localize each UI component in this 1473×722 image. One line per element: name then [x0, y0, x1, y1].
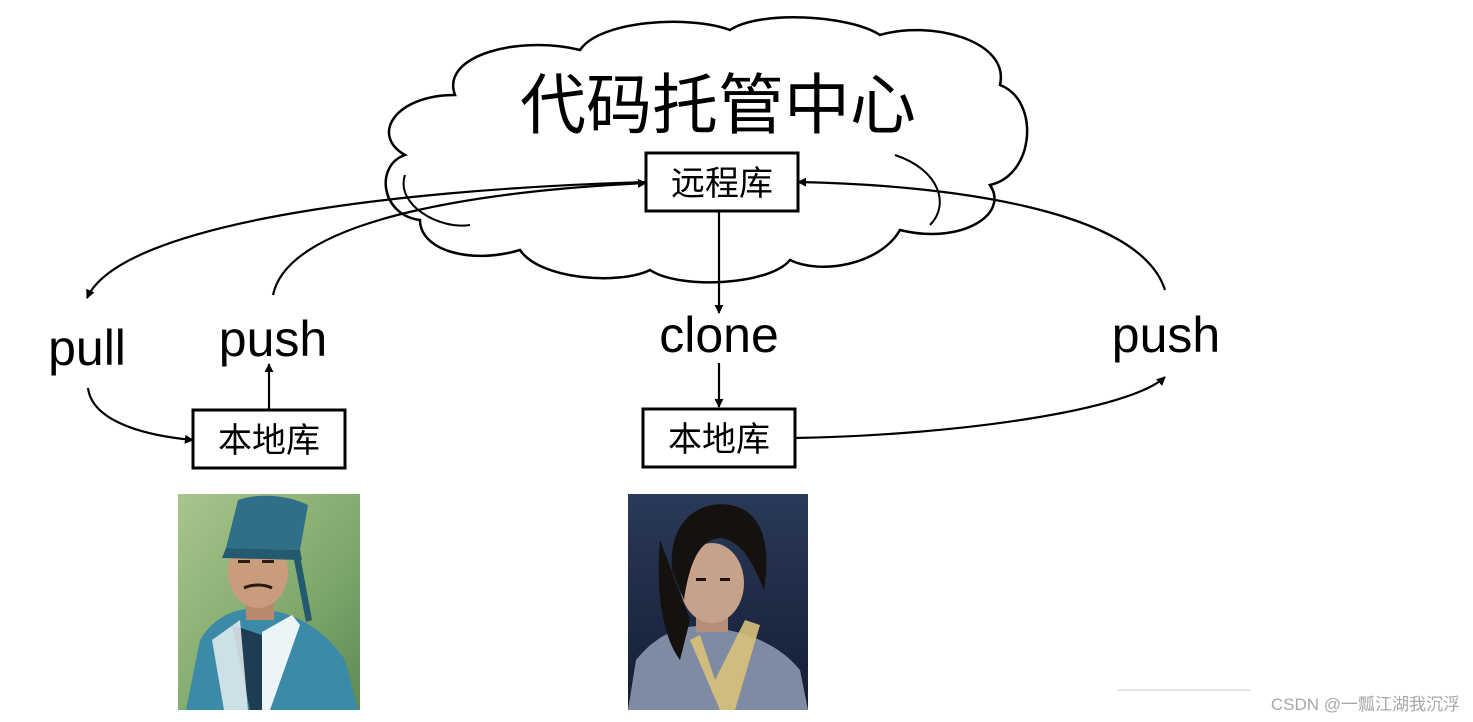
remote-repo-box: 远程库: [644, 151, 800, 213]
clone-label: clone: [659, 307, 779, 363]
arrow-local-center-to-push-right: [794, 376, 1166, 440]
csdn-watermark: CSDN @一瓢江湖我沉浮: [1271, 695, 1460, 714]
local-repo-center-box: 本地库: [641, 407, 797, 469]
pull-label: pull: [48, 320, 126, 376]
arrow-remote-to-pull: [85, 180, 647, 299]
local-repo-left-label: 本地库: [218, 421, 320, 461]
portrait-left: [178, 494, 360, 710]
cloud-shape: [384, 16, 1029, 284]
remote-repo-label: 远程库: [671, 164, 773, 204]
push-left-label: push: [219, 311, 327, 367]
portrait-center: [628, 494, 808, 710]
arrow-push-right-to-remote: [797, 177, 1167, 291]
arrow-push-left-to-remote: [271, 178, 647, 296]
local-repo-left-box: 本地库: [191, 408, 347, 470]
cloud-title: 代码托管中心: [520, 67, 916, 144]
arrow-pull-to-local-left: [86, 387, 194, 444]
local-repo-center-label: 本地库: [668, 420, 770, 460]
cloud-inner-lines: [402, 154, 941, 227]
push-right-label: push: [1112, 307, 1220, 363]
